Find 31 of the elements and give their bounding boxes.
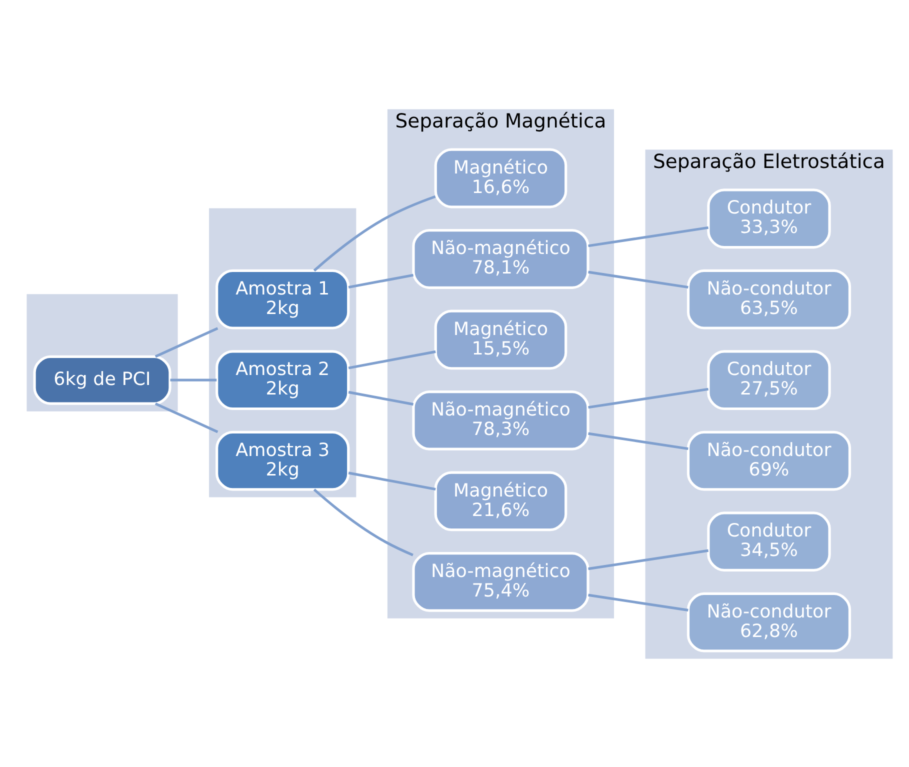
node-box: Não-magnético 78,3% bbox=[412, 390, 590, 450]
node-box: Não-condutor 69% bbox=[686, 430, 852, 490]
node-box: Não-condutor 62,8% bbox=[686, 592, 852, 652]
node-box: Magnético 21,6% bbox=[434, 470, 568, 531]
connector bbox=[313, 488, 414, 556]
connector bbox=[588, 226, 708, 247]
connector bbox=[348, 471, 436, 490]
connector bbox=[348, 390, 414, 406]
node-box: Amostra 2 2kg bbox=[216, 350, 350, 410]
connector bbox=[348, 273, 414, 288]
connector bbox=[154, 402, 218, 433]
node-box: 6kg de PCI bbox=[33, 354, 172, 404]
node-box: Condutor 34,5% bbox=[707, 511, 831, 572]
connector bbox=[588, 432, 688, 450]
node-box: Não-magnético 75,4% bbox=[412, 551, 590, 612]
node-box: Magnético 15,5% bbox=[434, 309, 568, 370]
connector bbox=[588, 548, 708, 570]
connector bbox=[348, 350, 436, 369]
connector bbox=[170, 378, 217, 381]
connector bbox=[588, 270, 688, 288]
node-box: Não-magnético 78,1% bbox=[412, 228, 590, 288]
node-box: Não-condutor 63,5% bbox=[686, 268, 852, 329]
node-box: Condutor 33,3% bbox=[707, 188, 831, 248]
node-box: Amostra 3 2kg bbox=[216, 430, 350, 490]
connector bbox=[154, 326, 218, 358]
connector bbox=[588, 593, 688, 611]
node-box: Amostra 1 2kg bbox=[216, 268, 350, 329]
connector bbox=[313, 194, 436, 272]
node-box: Condutor 27,5% bbox=[707, 350, 831, 410]
node-box: Magnético 16,6% bbox=[434, 148, 568, 208]
connector bbox=[588, 387, 708, 408]
